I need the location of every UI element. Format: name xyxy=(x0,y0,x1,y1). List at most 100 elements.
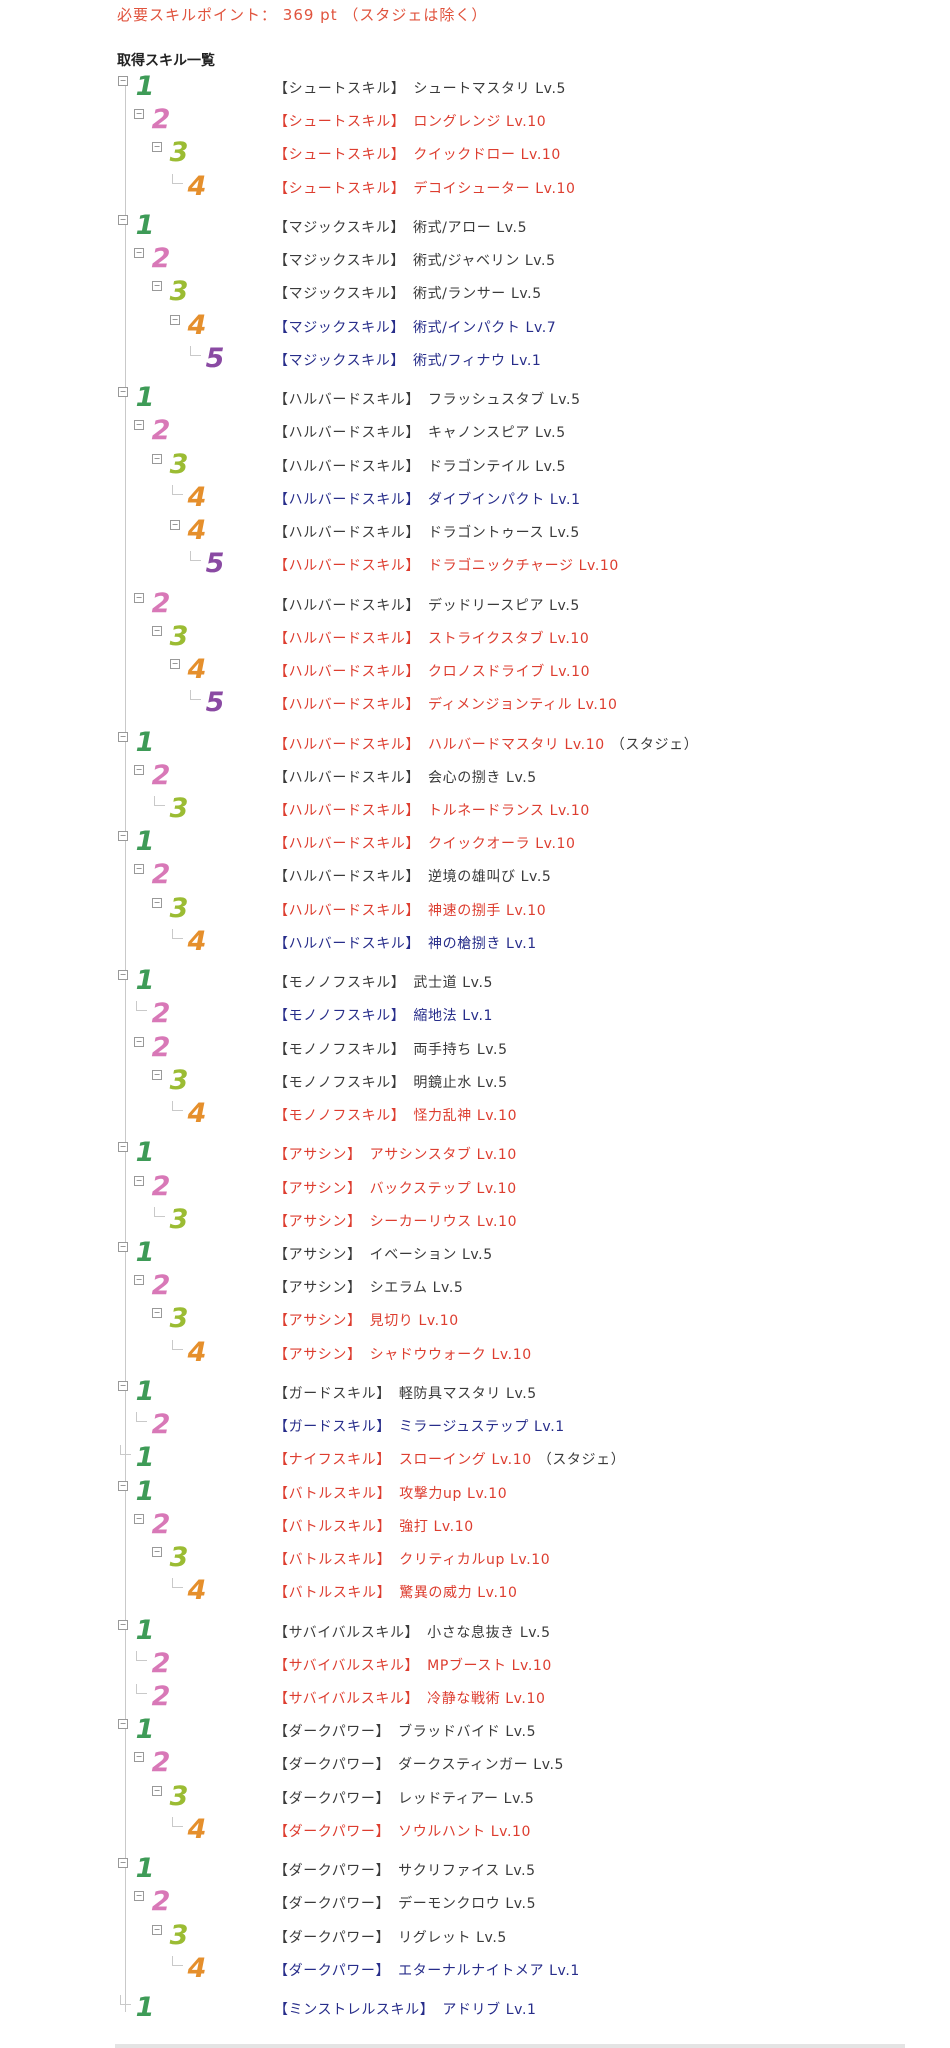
skill-entry: 【ガードスキル】ミラージュステップ Lv.1 xyxy=(274,1416,565,1436)
skill-entry: 【ハルバードスキル】会心の捌き Lv.5 xyxy=(274,767,537,787)
expand-toggle-icon[interactable]: − xyxy=(134,1513,144,1524)
level-2-icon: 2 xyxy=(151,1681,171,1712)
skill-category: 【バトルスキル】 xyxy=(274,1485,392,1502)
level-2-icon: 2 xyxy=(151,998,171,1030)
skill-row: −2【ハルバードスキル】会心の捌き Lv.5 xyxy=(0,760,950,791)
expand-toggle-icon[interactable]: − xyxy=(134,1752,144,1763)
level-2-icon: 2 xyxy=(151,104,171,136)
expand-toggle-icon[interactable]: − xyxy=(152,897,162,908)
expand-toggle-icon[interactable]: − xyxy=(118,831,128,842)
skill-category: 【アサシン】 xyxy=(274,1147,362,1164)
skill-entry: 【ミンストレルスキル】アドリブ Lv.1 xyxy=(274,1999,537,2019)
skill-entry: 【アサシン】イベーション Lv.5 xyxy=(274,1244,493,1264)
skill-name: フラッシュスタブ Lv.5 xyxy=(428,392,581,409)
skill-entry: 【サバイバルスキル】MPブースト Lv.10 xyxy=(274,1655,552,1675)
expand-toggle-icon[interactable]: − xyxy=(118,1719,128,1730)
expand-toggle-icon[interactable]: − xyxy=(134,1275,144,1286)
expand-toggle-icon[interactable]: − xyxy=(134,864,144,875)
expand-toggle-icon[interactable]: − xyxy=(152,625,162,636)
level-1-icon: 1 xyxy=(135,382,155,414)
expand-toggle-icon[interactable]: − xyxy=(118,387,128,398)
skill-category: 【マジックスキル】 xyxy=(274,220,405,236)
expand-toggle-icon[interactable]: − xyxy=(170,659,180,669)
skill-entry: 【サバイバルスキル】冷静な戦術 Lv.10 xyxy=(274,1688,545,1708)
expand-toggle-icon[interactable]: − xyxy=(118,1619,128,1630)
level-2-icon: 2 xyxy=(151,587,171,619)
skill-row: 4【モノノフスキル】怪力乱神 Lv.10 xyxy=(0,1099,950,1129)
tree-elbow-line xyxy=(190,345,201,356)
skill-entry: 【ガードスキル】軽防具マスタリ Lv.5 xyxy=(274,1383,537,1403)
expand-toggle-icon[interactable]: − xyxy=(152,1069,162,1080)
expand-toggle-icon[interactable]: − xyxy=(118,731,128,742)
skill-category: 【アサシン】 xyxy=(274,1213,362,1230)
skill-category: 【ダークパワー】 xyxy=(274,1724,391,1741)
level-1-icon: 1 xyxy=(135,965,155,997)
skill-entry: 【アサシン】アサシンスタブ Lv.10 xyxy=(274,1144,517,1164)
expand-toggle-icon[interactable]: − xyxy=(134,764,144,775)
expand-toggle-icon[interactable]: − xyxy=(134,420,144,431)
skill-entry: 【バトルスキル】クリティカルup Lv.10 xyxy=(274,1549,550,1569)
level-2-icon: 2 xyxy=(151,1031,171,1063)
skill-category: 【ミンストレルスキル】 xyxy=(274,2002,435,2019)
expand-toggle-icon[interactable]: − xyxy=(134,1891,144,1902)
expand-toggle-icon[interactable]: − xyxy=(152,1547,162,1557)
expand-toggle-icon[interactable]: − xyxy=(118,1858,128,1869)
expand-toggle-icon[interactable]: − xyxy=(152,281,162,292)
skill-entry: 【シュートスキル】クイックドロー Lv.10 xyxy=(274,144,561,164)
expand-toggle-icon[interactable]: − xyxy=(118,1480,128,1491)
skill-row: 5【ハルバードスキル】ドラゴニックチャージ Lv.10 xyxy=(0,549,950,579)
expand-toggle-icon[interactable]: − xyxy=(170,520,180,530)
skill-category: 【ハルバードスキル】 xyxy=(274,836,420,853)
skill-row: −2 【シュートスキル】ロングレンジ Lv.10 xyxy=(0,105,950,135)
skill-name: ロングレンジ Lv.10 xyxy=(413,114,547,131)
skill-category: 【ダークパワー】 xyxy=(274,1863,391,1880)
expand-toggle-icon[interactable]: − xyxy=(134,1175,144,1186)
skill-entry: 【ナイフスキル】スローイング Lv.10（スタジェ） xyxy=(274,1449,625,1469)
expand-toggle-icon[interactable]: − xyxy=(152,1785,162,1796)
expand-toggle-icon[interactable]: − xyxy=(134,109,144,120)
expand-toggle-icon[interactable]: − xyxy=(118,215,128,225)
expand-toggle-icon[interactable]: − xyxy=(118,1242,128,1252)
skill-category: 【モノノフスキル】 xyxy=(274,1108,406,1124)
expand-toggle-icon[interactable]: − xyxy=(118,1142,128,1153)
expand-toggle-icon[interactable]: − xyxy=(134,248,144,259)
skill-row: −2【ハルバードスキル】デッドリースピア Lv.5 xyxy=(0,587,950,619)
level-3-icon: 3 xyxy=(169,1780,189,1812)
skill-entry: 【ダークパワー】サクリファイス Lv.5 xyxy=(274,1860,536,1880)
skill-name: 攻撃力up Lv.10 xyxy=(399,1485,508,1502)
expand-toggle-icon[interactable]: − xyxy=(152,1924,162,1935)
skill-entry: 【マジックスキル】術式/ランサー Lv.5 xyxy=(274,283,542,303)
expand-toggle-icon[interactable]: − xyxy=(152,142,162,153)
skill-entry: 【シュートスキル】デコイシューター Lv.10 xyxy=(274,178,576,198)
expand-toggle-icon[interactable]: − xyxy=(134,1036,144,1047)
expand-toggle-icon[interactable]: − xyxy=(152,1308,162,1319)
skill-entry: 【ハルバードスキル】神速の捌手 Lv.10 xyxy=(274,900,546,920)
tree-elbow-line xyxy=(136,1650,147,1661)
skill-row: 4【ハルバードスキル】神の槍捌き Lv.1 xyxy=(0,926,950,957)
skill-entry: 【アサシン】シャドウウォーク Lv.10 xyxy=(274,1344,532,1364)
level-1-icon: 1 xyxy=(135,1376,155,1407)
skill-name: MPブースト Lv.10 xyxy=(427,1657,552,1674)
expand-toggle-icon[interactable]: − xyxy=(152,453,162,464)
expand-toggle-icon[interactable]: − xyxy=(170,314,180,325)
expand-toggle-icon[interactable]: − xyxy=(118,970,128,981)
level-2-icon: 2 xyxy=(151,243,171,275)
skill-name: ハルバードマスタリ Lv.10 xyxy=(428,736,605,753)
skill-name: 明鏡止水 Lv.5 xyxy=(413,1074,508,1091)
skill-row: −4【ハルバードスキル】ドラゴントゥース Lv.5 xyxy=(0,516,950,546)
expand-toggle-icon[interactable]: − xyxy=(118,76,128,86)
level-4-icon: 4 xyxy=(187,309,207,341)
skill-category: 【マジックスキル】 xyxy=(274,319,405,336)
skill-category: 【アサシン】 xyxy=(274,1180,362,1197)
skill-name: クイックドロー Lv.10 xyxy=(413,147,561,164)
level-2-icon: 2 xyxy=(151,1409,171,1441)
skill-entry: 【シュートスキル】ロングレンジ Lv.10 xyxy=(274,111,546,131)
expand-toggle-icon[interactable]: − xyxy=(118,1381,128,1391)
level-2-icon: 2 xyxy=(151,1508,171,1540)
level-2-icon: 2 xyxy=(151,1747,171,1779)
skill-category: 【ダークパワー】 xyxy=(274,1790,391,1807)
skill-entry: 【モノノフスキル】怪力乱神 Lv.10 xyxy=(274,1105,517,1125)
skill-category: 【シュートスキル】 xyxy=(274,114,406,131)
expand-toggle-icon[interactable]: − xyxy=(134,592,144,603)
